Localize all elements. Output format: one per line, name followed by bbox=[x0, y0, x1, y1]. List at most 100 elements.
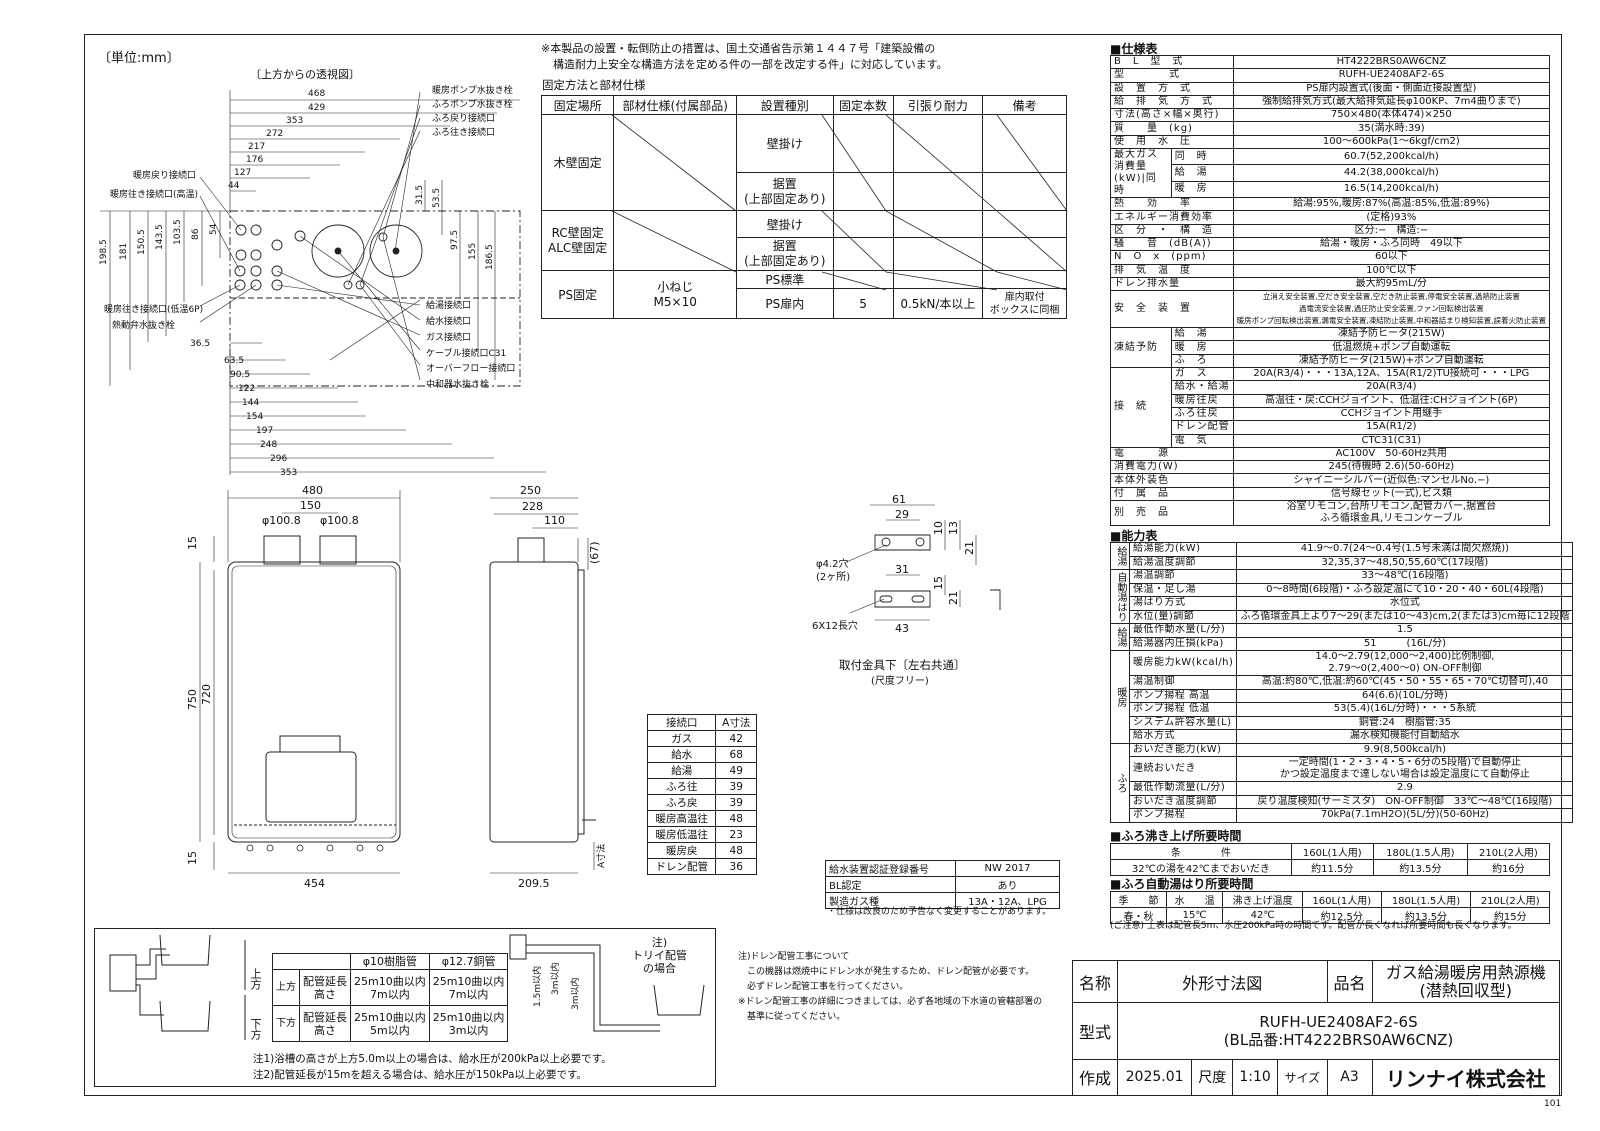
perf-label-13: 給水方式 bbox=[1128, 729, 1238, 744]
callout-bath-supply: ふろ往き接続口 bbox=[432, 128, 496, 138]
spec-tail-1: 245(待機時 2.6)(50-60Hz) bbox=[1232, 460, 1551, 475]
bt-h-210: 210L(2人用) bbox=[1466, 843, 1551, 860]
pipe-up-1: 25m10曲以内 7m以内 bbox=[350, 969, 430, 1006]
front-pipe-left: φ100.8 bbox=[262, 514, 301, 527]
perf-label-11: ポンプ揚程 低温 bbox=[1128, 702, 1238, 717]
side-dim-67: (67) bbox=[588, 541, 601, 564]
perf-label-18: ポンプ揚程 bbox=[1128, 808, 1238, 823]
bath-time-title: ■ふろ沸き上げ所要時間 bbox=[1110, 829, 1242, 843]
pipe-up-label: 配管延長 高さ bbox=[299, 969, 351, 1006]
dim-176: 176 bbox=[246, 155, 263, 165]
spec-label-1: 型 式 bbox=[1110, 68, 1234, 83]
spec-value-14: 60以下 bbox=[1232, 250, 1551, 265]
spec-safety: 立消え安全装置,空だき安全装置,空だき防止装置,停電安全装置,過熱防止装置 過電… bbox=[1232, 290, 1551, 329]
fix-h-count: 固定本数 bbox=[832, 95, 894, 115]
dim-31-5: 31.5 bbox=[415, 185, 425, 205]
front-dim-15-bottom: 15 bbox=[186, 851, 199, 865]
perf-label-14: おいだき能力(kW) bbox=[1128, 742, 1238, 757]
callout-thermo-valve-drain: 熱動弁水抜き栓 bbox=[112, 321, 176, 331]
cert-bl-value: あり bbox=[955, 876, 1060, 893]
spec-conn-1: 20A(R3/4) bbox=[1232, 380, 1551, 395]
tb-product: ガス給湯暖房用熱源機 (潜熱回収型) bbox=[1371, 959, 1561, 1004]
ft-boil: 42℃ bbox=[1222, 907, 1304, 924]
bracket-hole: φ4.2穴 (2ヶ所) bbox=[816, 559, 851, 583]
spec-value-7: 60.7(52,200kcal/h) bbox=[1232, 148, 1551, 166]
spec-value-16: 最大約95mL/分 bbox=[1232, 276, 1551, 292]
cert-reg-label: 給水装置認証登録番号 bbox=[824, 860, 957, 877]
spec-label-10: 熱 効 率 bbox=[1110, 197, 1234, 212]
bracket-dim-13: 13 bbox=[947, 521, 960, 535]
perf-label-3: 保温・足し湯 bbox=[1128, 582, 1238, 597]
fill-time-table: 季 節 水 温 沸き上げ温度 160L(1人用) 180L(1.5人用) 210… bbox=[1109, 891, 1550, 924]
dim-155: 155 bbox=[468, 243, 478, 260]
tb-size: A3 bbox=[1326, 1058, 1373, 1097]
spec-conn-sub-1: 給水・給湯 bbox=[1170, 380, 1234, 395]
dim-154: 154 bbox=[246, 412, 263, 422]
spec-label-4: 寸法(高さ×幅×奥行) bbox=[1110, 108, 1234, 123]
perf-value-0: 41.9〜0.7(24〜0.4号(1.5号未満は間欠燃焼)) bbox=[1236, 542, 1574, 557]
ft-h-210: 210L(2人用) bbox=[1470, 891, 1550, 908]
bracket-dim-43: 43 bbox=[895, 622, 909, 635]
bracket-dim-21-b: 21 bbox=[947, 591, 960, 605]
perf-value-7: 51 (16L/分) bbox=[1236, 636, 1574, 651]
perf-label-8: 暖房能力kW(kcal/h) bbox=[1128, 650, 1238, 676]
drain-note: 注)ドレン配管工事について この機器は燃焼中にドレン水が発生するため、ドレン配管… bbox=[738, 952, 1043, 1022]
pipe-down-cell: 下方 bbox=[272, 1005, 300, 1042]
perf-label-9: 湯温制御 bbox=[1128, 675, 1238, 690]
fix-ps-std: PS標準 bbox=[736, 270, 834, 289]
pipe-table: φ10樹脂管 φ12.7銅管 上方 配管延長 高さ 25m10曲以内 7m以内 … bbox=[272, 953, 509, 1042]
bracket-slot: 6X12長穴 bbox=[812, 621, 858, 632]
dim-53-5: 53.5 bbox=[432, 188, 442, 208]
perf-value-9: 高温:約80℃,低温:約60℃(45・50・55・65・70℃切替可),40 bbox=[1236, 675, 1574, 690]
ft-h-160: 160L(1人用) bbox=[1302, 891, 1382, 908]
fix-rc-wall: 壁掛け bbox=[736, 210, 834, 238]
dim-54: 54 bbox=[209, 223, 219, 235]
spec-value-8: 44.2(38,000kcal/h) bbox=[1232, 164, 1551, 182]
spec-label-16: ドレン排水量 bbox=[1110, 276, 1234, 292]
dim-150-5: 150.5 bbox=[137, 229, 147, 255]
spec-freeze-label: 凍結予防 bbox=[1110, 327, 1172, 369]
bracket-dim-21-a: 21 bbox=[963, 541, 976, 555]
pipe-d2: 3m以内 bbox=[549, 963, 561, 996]
tb-company: リンナイ株式会社 bbox=[1371, 1058, 1561, 1097]
dim-197: 197 bbox=[256, 426, 273, 436]
callout-heating-pump-drain: 暖房ポンプ水抜き栓 bbox=[432, 86, 513, 96]
conn-water: 給水 bbox=[646, 746, 717, 763]
spec-tail-label-4: 別 売 品 bbox=[1110, 500, 1234, 527]
pipe-box bbox=[94, 928, 716, 1087]
tb-model: RUFH-UE2408AF2-6S (BL品番:HT4222BRS0AW6CNZ… bbox=[1117, 1002, 1560, 1060]
pipe-up: 上方 bbox=[249, 968, 262, 990]
perf-label-4: 湯はり方式 bbox=[1128, 596, 1238, 611]
spec-sub-8: 給 湯 bbox=[1170, 164, 1234, 182]
perf-value-8: 14.0〜2.79(12,000〜2,400)比例制御, 2.79〜0(2,40… bbox=[1236, 650, 1574, 676]
conn-bath-sup: ふろ往 bbox=[646, 778, 717, 795]
bracket-drawing: 61 29 31 43 10 13 21 15 21 bbox=[843, 493, 1001, 635]
perf-label-1: 給湯温度調節 bbox=[1128, 555, 1238, 570]
dim-468: 468 bbox=[308, 89, 325, 99]
perf-label-10: ポンプ揚程 高温 bbox=[1128, 688, 1238, 703]
spec-value-13: 給湯・暖房・ふろ同時 49以下 bbox=[1232, 236, 1551, 252]
dim-429: 429 bbox=[308, 103, 325, 113]
callout-heating-supply-low: 暖房往き接続口(低温6P) bbox=[104, 305, 204, 315]
front-dim-720: 720 bbox=[200, 684, 213, 705]
perf-value-5: ふろ循環金具上より7〜29(または10〜43)cm,2(または3)cm毎に12段… bbox=[1236, 609, 1574, 624]
pipe-h1: φ10樹脂管 bbox=[350, 953, 430, 970]
spec-value-10: 給湯:95%,暖房:87%(高温:85%,低温:89%) bbox=[1232, 197, 1551, 212]
pipe-note-1: 注1)浴槽の高さが上方5.0m以上の場合は、給水圧が200kPa以上必要です。 bbox=[253, 1053, 612, 1065]
conn-heat-low: 暖房低温往 bbox=[646, 826, 717, 843]
pipe-h2: φ12.7銅管 bbox=[428, 953, 509, 970]
spec-label-12: 区 分 ・ 構 造 bbox=[1110, 223, 1234, 238]
spec-value-15: 100℃以下 bbox=[1232, 263, 1551, 278]
fill-time-title: ■ふろ自動湯はり所要時間 bbox=[1110, 877, 1254, 891]
cert-note: ・仕様は改良のため予告なく変更することがあります。 bbox=[827, 907, 1052, 917]
spec-conn-sub-4: ドレン配管 bbox=[1170, 420, 1234, 435]
bracket-dim-15: 15 bbox=[932, 576, 945, 590]
dim-181: 181 bbox=[119, 243, 129, 260]
spec-safety-label: 安 全 装 置 bbox=[1110, 290, 1234, 329]
dim-86: 86 bbox=[191, 228, 201, 240]
dim-63-5: 63.5 bbox=[224, 356, 244, 366]
conn-h-a: A寸法 bbox=[715, 714, 757, 731]
perf-value-6: 1.5 bbox=[1236, 623, 1574, 638]
spec-label-2: 設 置 方 式 bbox=[1110, 81, 1234, 96]
